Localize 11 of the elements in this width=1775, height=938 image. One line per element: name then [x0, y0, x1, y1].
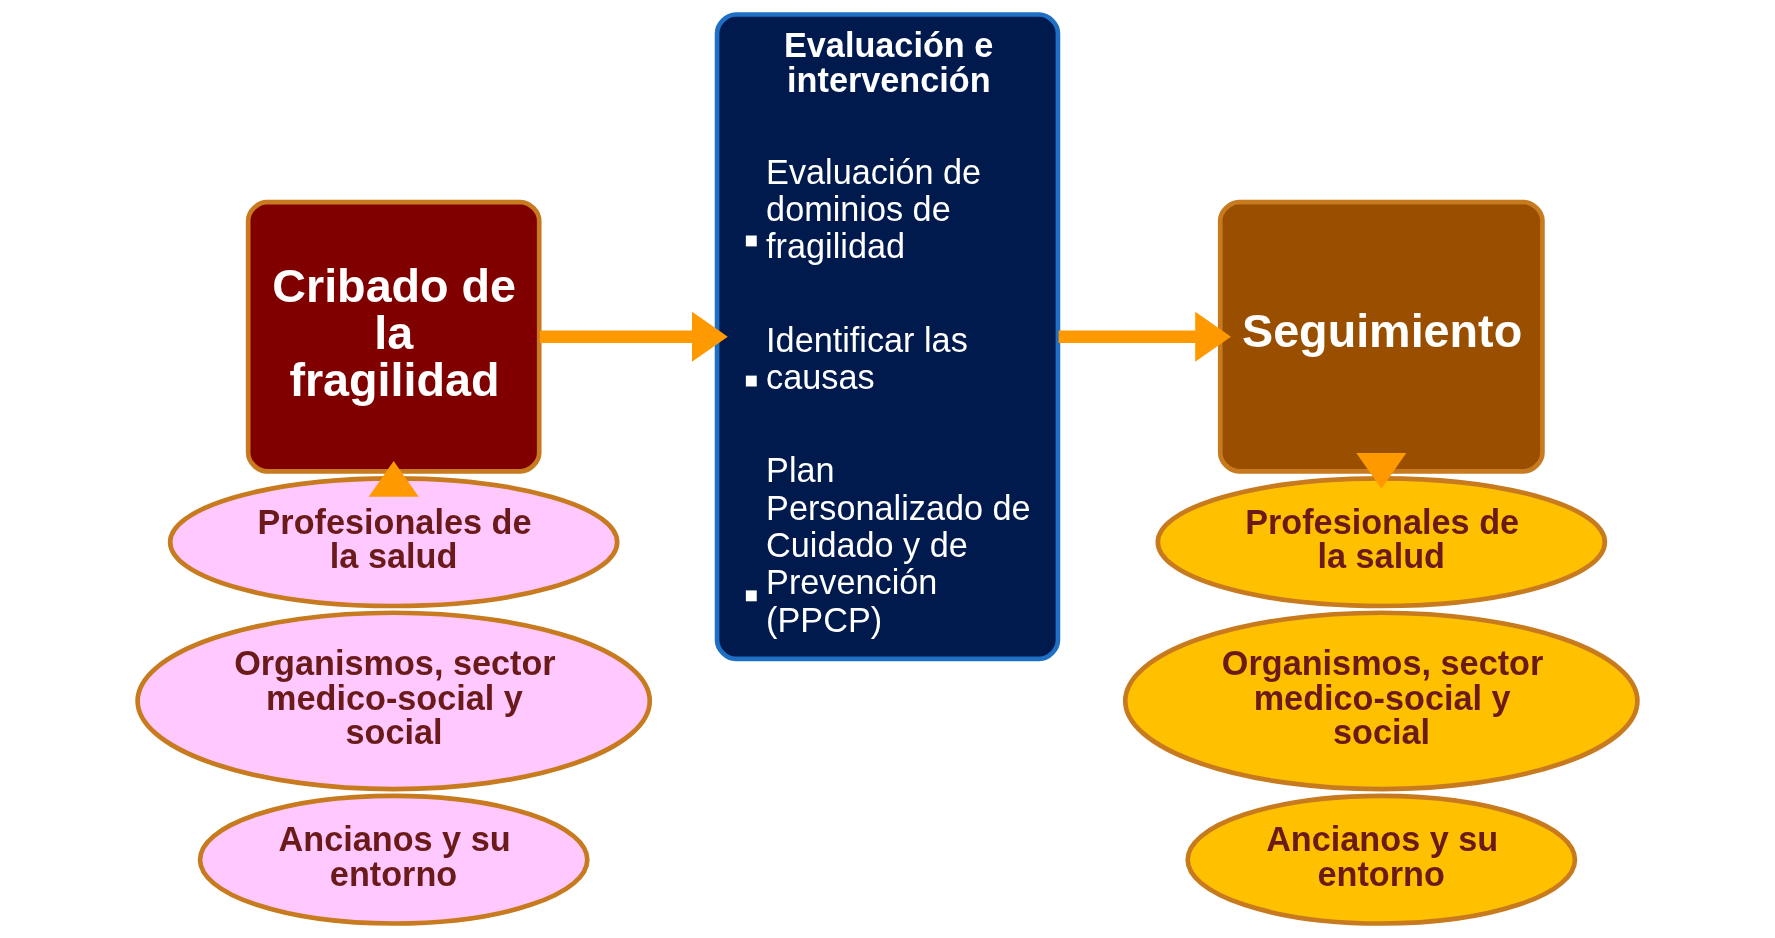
node-ellipse: Organismos, sector medico-social y social	[135, 610, 653, 792]
arrow	[1356, 453, 1407, 489]
node-ellipse: Profesionales de la salud	[1155, 475, 1608, 609]
node-box: Evaluación e intervención Evaluación de dominios de fragilidad Identificar las causas Plan Personalizado de Cuidado y de Prevención (PPCP)	[714, 12, 1061, 662]
arrow	[539, 311, 728, 362]
arrow	[1058, 311, 1231, 362]
node-box: Cribado de la fragilidad	[245, 199, 542, 474]
node-ellipse: Ancianos y su entorno	[1185, 793, 1578, 926]
arrow	[368, 461, 419, 497]
node-ellipse: Ancianos y su entorno	[197, 793, 590, 926]
node-ellipse: Organismos, sector medico-social y social	[1122, 610, 1640, 792]
